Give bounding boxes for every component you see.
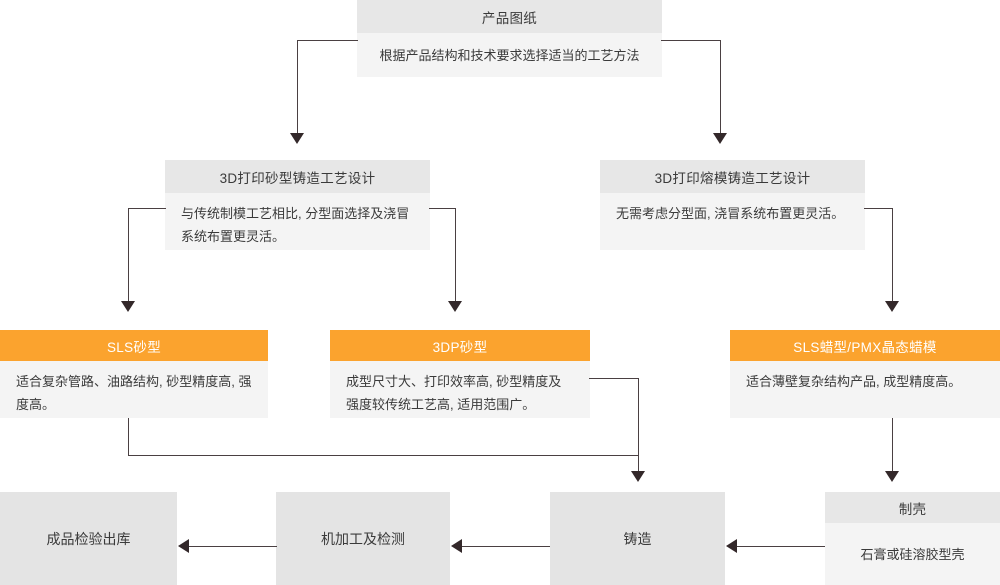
node-shell-making-title: 制壳	[898, 501, 927, 517]
node-sls-sand-body: 适合复杂管路、油路结构, 砂型精度高, 强度高。	[0, 361, 268, 418]
node-investment-process[interactable]: 3D打印熔模铸造工艺设计 无需考虑分型面, 浇冒系统布置更灵活。	[600, 160, 865, 250]
node-investment-process-header: 3D打印熔模铸造工艺设计	[600, 160, 865, 193]
arrow-sand-process-to-sls-sand	[121, 301, 135, 312]
node-casting-title: 铸造	[623, 530, 652, 547]
node-final-inspection-title: 成品检验出库	[46, 530, 131, 547]
node-3dp-sand-desc: 成型尺寸大、打印效率高, 砂型精度及强度较传统工艺高, 适用范围广。	[346, 374, 562, 412]
connector-slswax-v	[892, 418, 893, 473]
arrow-shell-making-to-casting	[726, 539, 737, 553]
node-sand-process-desc: 与传统制模工艺相比, 分型面选择及浇冒系统布置更灵活。	[181, 206, 410, 244]
node-sls-sand-title: SLS砂型	[106, 339, 162, 355]
connector-invproc-right-h	[864, 208, 893, 209]
node-sand-process-header: 3D打印砂型铸造工艺设计	[165, 160, 430, 193]
arrow-sls-wax-to-shell-making	[885, 471, 899, 482]
node-sand-process[interactable]: 3D打印砂型铸造工艺设计 与传统制模工艺相比, 分型面选择及浇冒系统布置更灵活。	[165, 160, 430, 250]
arrow-machining-to-final-inspection	[178, 539, 189, 553]
connector-drawing-left-v	[297, 40, 298, 135]
node-product-drawing-title: 产品图纸	[481, 10, 538, 26]
node-investment-process-desc: 无需考虑分型面, 浇冒系统布置更灵活。	[616, 206, 845, 221]
node-investment-process-body: 无需考虑分型面, 浇冒系统布置更灵活。	[600, 193, 865, 250]
connector-invproc-right-v	[892, 208, 893, 303]
node-sls-wax[interactable]: SLS蜡型/PMX晶态蜡模 适合薄壁复杂结构产品, 成型精度高。	[730, 330, 1000, 418]
arrow-drawing-to-investment-process	[713, 133, 727, 144]
node-shell-making-desc: 石膏或硅溶胶型壳	[860, 546, 965, 562]
connector-3dpsand-v	[638, 378, 639, 473]
node-product-drawing-body: 根据产品结构和技术要求选择适当的工艺方法	[357, 33, 662, 77]
connector-sandproc-left-h	[128, 208, 166, 209]
connector-sandproc-left-v	[128, 208, 129, 303]
node-investment-process-title: 3D打印熔模铸造工艺设计	[654, 170, 811, 186]
connector-drawing-right-v	[720, 40, 721, 135]
node-shell-making-header: 制壳	[825, 492, 1000, 523]
node-sand-process-title: 3D打印砂型铸造工艺设计	[219, 170, 376, 186]
connector-slssand-h	[128, 455, 639, 456]
node-product-drawing[interactable]: 产品图纸 根据产品结构和技术要求选择适当的工艺方法	[357, 0, 662, 77]
node-3dp-sand-body: 成型尺寸大、打印效率高, 砂型精度及强度较传统工艺高, 适用范围广。	[330, 361, 590, 418]
connector-shell-to-casting-h	[737, 546, 825, 547]
node-sls-sand[interactable]: SLS砂型 适合复杂管路、油路结构, 砂型精度高, 强度高。	[0, 330, 268, 418]
node-machining-inspection-title: 机加工及检测	[321, 530, 405, 547]
connector-sandproc-right-h	[429, 208, 456, 209]
node-final-inspection[interactable]: 成品检验出库	[0, 492, 177, 585]
node-3dp-sand[interactable]: 3DP砂型 成型尺寸大、打印效率高, 砂型精度及强度较传统工艺高, 适用范围广。	[330, 330, 590, 418]
connector-3dpsand-h	[589, 378, 639, 379]
node-machining-inspection[interactable]: 机加工及检测	[276, 492, 450, 585]
node-sls-wax-desc: 适合薄壁复杂结构产品, 成型精度高。	[746, 374, 962, 389]
arrow-to-casting	[631, 471, 645, 482]
node-product-drawing-desc: 根据产品结构和技术要求选择适当的工艺方法	[379, 47, 640, 63]
connector-sandproc-right-v	[455, 208, 456, 303]
node-sls-wax-header: SLS蜡型/PMX晶态蜡模	[730, 330, 1000, 361]
connector-machining-to-final-h	[189, 546, 277, 547]
connector-slssand-v	[128, 418, 129, 456]
node-3dp-sand-title: 3DP砂型	[432, 339, 488, 355]
node-3dp-sand-header: 3DP砂型	[330, 330, 590, 361]
node-sls-sand-desc: 适合复杂管路、油路结构, 砂型精度高, 强度高。	[16, 374, 252, 412]
node-casting[interactable]: 铸造	[550, 492, 725, 585]
connector-drawing-right-h	[661, 40, 721, 41]
node-product-drawing-header: 产品图纸	[357, 0, 662, 33]
node-shell-making-body: 石膏或硅溶胶型壳	[825, 523, 1000, 585]
connector-drawing-left-h	[297, 40, 358, 41]
arrow-investment-process-to-sls-wax	[885, 301, 899, 312]
arrow-drawing-to-sand-process	[290, 133, 304, 144]
node-shell-making[interactable]: 制壳 石膏或硅溶胶型壳	[825, 492, 1000, 585]
arrow-sand-process-to-3dp-sand	[448, 301, 462, 312]
arrow-casting-to-machining	[451, 539, 462, 553]
node-sls-wax-body: 适合薄壁复杂结构产品, 成型精度高。	[730, 361, 1000, 418]
node-sls-sand-header: SLS砂型	[0, 330, 268, 361]
node-sand-process-body: 与传统制模工艺相比, 分型面选择及浇冒系统布置更灵活。	[165, 193, 430, 250]
connector-casting-to-machining-h	[462, 546, 550, 547]
node-sls-wax-title: SLS蜡型/PMX晶态蜡模	[793, 339, 937, 355]
